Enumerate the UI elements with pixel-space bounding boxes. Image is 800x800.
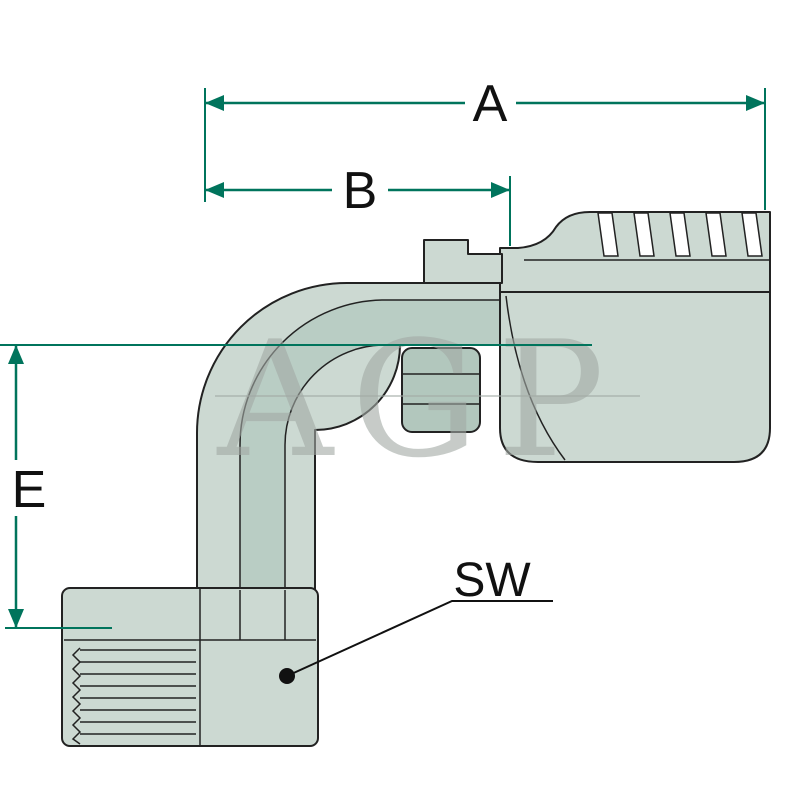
body-shell-curve bbox=[505, 295, 566, 461]
dim-b-arrow-left bbox=[205, 182, 224, 198]
sw-callout: SW bbox=[279, 554, 553, 684]
ferrule-slot bbox=[597, 212, 619, 257]
dimension-b: B bbox=[205, 162, 511, 246]
dim-a-arrow-left bbox=[205, 95, 224, 111]
dim-e-label: E bbox=[12, 461, 47, 519]
ferrule-slot bbox=[669, 212, 691, 257]
ferrule-slot bbox=[741, 212, 763, 257]
sw-reference-dot bbox=[279, 668, 295, 684]
ferrule-slot bbox=[633, 212, 655, 257]
thread-crest-zigzag bbox=[71, 647, 82, 745]
sw-leader-line bbox=[286, 600, 553, 677]
elbow-fitting bbox=[61, 211, 771, 747]
ferrule-slots bbox=[597, 212, 763, 257]
dim-e-arrow-bottom bbox=[8, 609, 24, 628]
dim-a-label: A bbox=[473, 75, 508, 133]
fitting-body bbox=[499, 291, 771, 463]
swivel-nut bbox=[61, 587, 319, 747]
watermark-text: AGP bbox=[216, 306, 622, 493]
dim-a-arrow-right bbox=[746, 95, 765, 111]
dimension-a: A bbox=[204, 75, 766, 210]
sw-label: SW bbox=[453, 554, 531, 607]
dim-e-arrow-top bbox=[8, 345, 24, 364]
ferrule bbox=[499, 211, 771, 293]
hex-flats bbox=[401, 347, 481, 433]
thread-serrations bbox=[71, 647, 196, 745]
dimension-e: E bbox=[0, 344, 592, 629]
dim-b-arrow-right bbox=[491, 182, 510, 198]
dim-b-label: B bbox=[343, 162, 378, 220]
collar-step bbox=[423, 239, 503, 284]
watermark: AGP bbox=[215, 306, 640, 493]
ferrule-slot bbox=[705, 212, 727, 257]
